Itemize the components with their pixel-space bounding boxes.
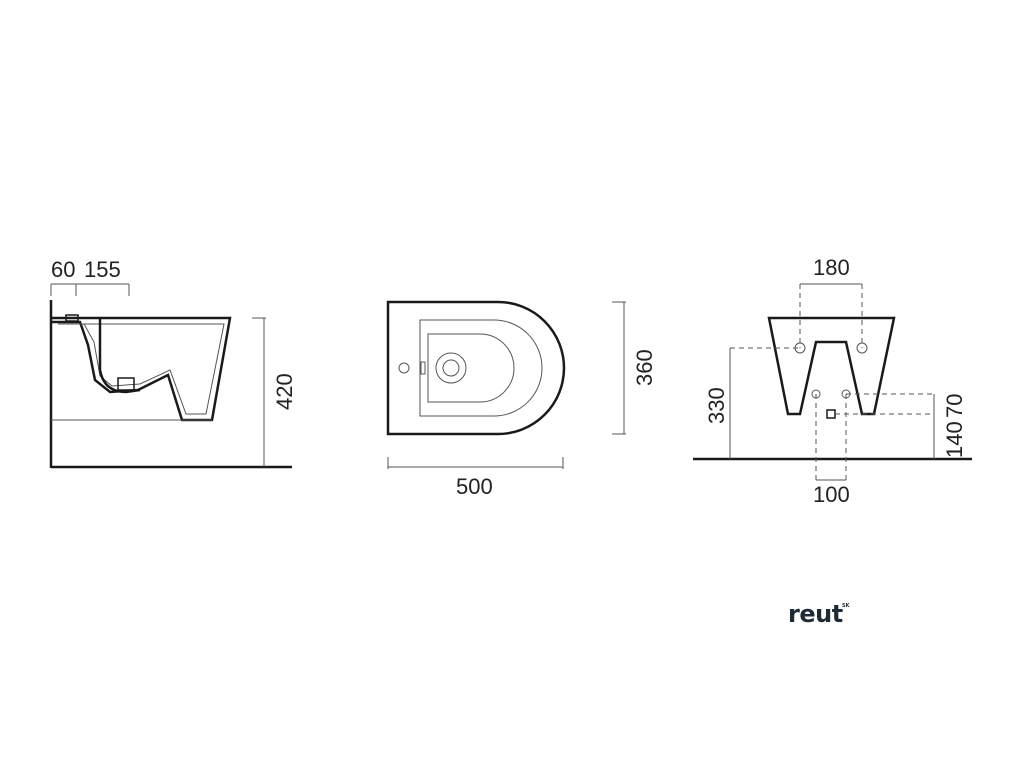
back-view-dim-100: 100	[813, 482, 850, 507]
back-view-waste	[826, 409, 836, 419]
top-view-rim	[419, 319, 543, 417]
top-view-bowl	[427, 333, 515, 403]
back-view-outline	[767, 316, 896, 416]
top-view-drain-outer	[435, 352, 467, 384]
back-view: 180 330 100 70 140	[693, 255, 972, 507]
side-view-dim-155: 155	[84, 257, 121, 282]
back-view-dim-70: 70	[942, 394, 967, 418]
back-view-dim-180: 180	[813, 255, 850, 280]
side-view-drain	[117, 377, 135, 391]
top-view-outline	[386, 300, 566, 436]
side-view-dim-420: 420	[272, 373, 297, 410]
brand-logo: reut	[788, 600, 843, 628]
side-view-dim-60: 60	[51, 257, 75, 282]
top-view-overflow	[420, 361, 426, 375]
side-view-bidet-outline	[51, 316, 232, 422]
top-view-dim-500: 500	[456, 474, 493, 499]
top-view-dim-360: 360	[632, 349, 657, 386]
top-view: 500 360	[386, 300, 657, 499]
top-view-tap-hole	[398, 362, 410, 374]
side-view-bowl-bottom	[98, 318, 141, 394]
back-view-dim-140: 140	[942, 421, 967, 458]
side-view: 60 155 420	[49, 257, 297, 469]
top-view-drain-inner	[442, 359, 460, 377]
brand-logo-superscript: SK	[842, 603, 850, 609]
back-view-dim-330: 330	[704, 387, 729, 424]
side-view-tap-hole	[65, 314, 79, 322]
side-view-bidet-inner	[58, 323, 225, 415]
